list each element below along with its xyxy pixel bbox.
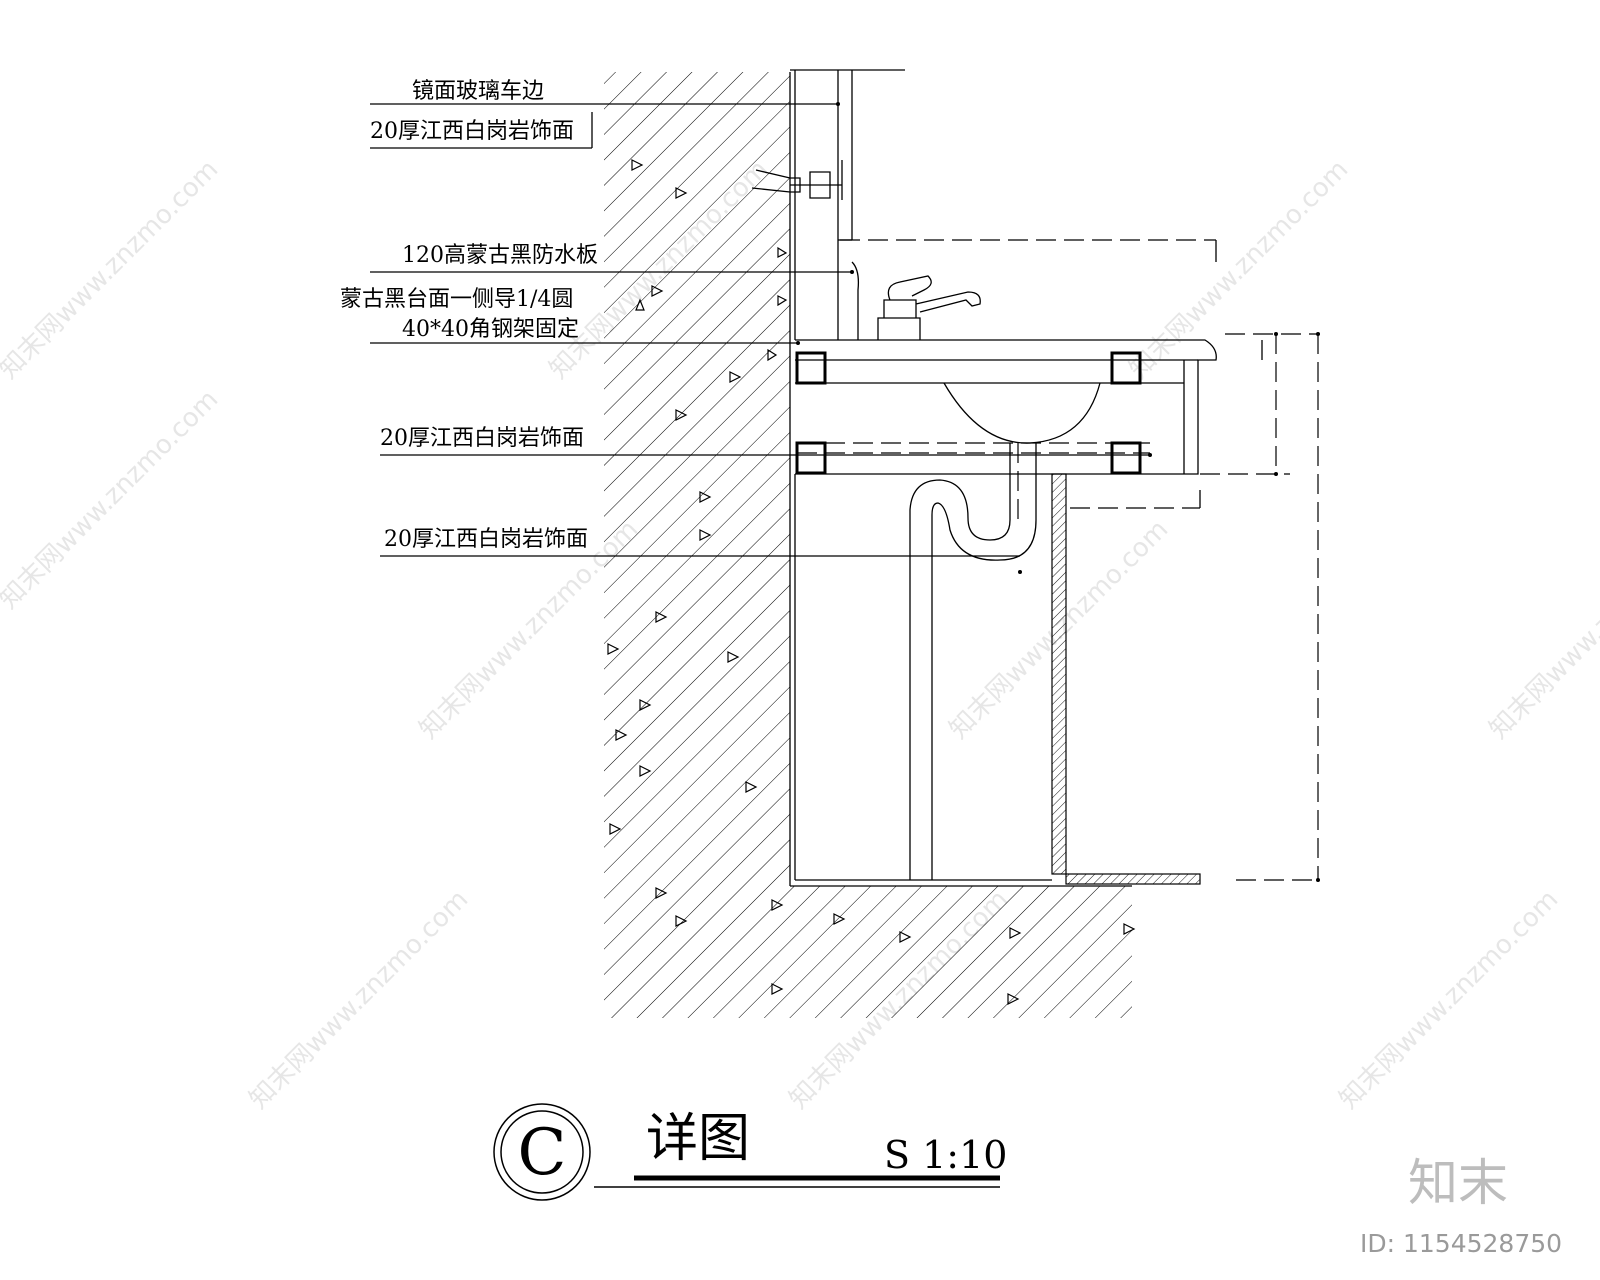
brand-watermark: 知末 ID: 1154528750 [1360, 1154, 1562, 1258]
drawing-scale: S 1:10 [884, 1133, 1007, 1177]
label-countertop-edge: 蒙古黑台面一侧导1/4圆 [340, 287, 573, 312]
watermark-text: 知末网www.znzmo.com [1334, 884, 1565, 1115]
watermark-text: 知末网www.znzmo.com [244, 884, 475, 1115]
annotation-labels: 镜面玻璃车边 20厚江西白岗岩饰面 120高蒙古黑防水板 蒙古黑台面一侧导1/4… [340, 79, 598, 552]
label-granite-finish-low: 20厚江西白岗岩饰面 [384, 527, 588, 552]
label-splashboard: 120高蒙古黑防水板 [402, 243, 598, 268]
mirror-assembly [751, 69, 905, 340]
brand-logo: 知末 [1408, 1154, 1508, 1212]
drawing-title: 详图 [646, 1109, 750, 1169]
watermark-text: 知末网www.znzmo.com [0, 384, 224, 615]
watermark-text: 知末网www.znzmo.com [1124, 154, 1355, 385]
dimension-lines [840, 239, 1320, 882]
reference-mark: C [518, 1116, 567, 1190]
image-id: ID: 1154528750 [1360, 1229, 1562, 1258]
title-block: C 详图 S 1:10 [493, 1103, 1007, 1201]
drain-pipe [909, 443, 1037, 880]
leader-lines [370, 102, 1152, 574]
reference-circle-outer [493, 1103, 591, 1201]
watermark-text: 知末网www.znzmo.com [0, 154, 224, 385]
label-granite-finish-top: 20厚江西白岗岩饰面 [370, 119, 574, 144]
watermark-text: 知末网www.znzmo.com [1484, 514, 1600, 745]
aggregate-marks [607, 159, 1136, 1005]
label-mirror-glass: 镜面玻璃车边 [412, 79, 544, 104]
label-granite-finish-mid: 20厚江西白岗岩饰面 [380, 426, 584, 451]
reference-circle-inner [500, 1110, 584, 1194]
vanity-counter [795, 275, 1217, 475]
wall-section [604, 72, 1136, 1018]
cabinet-panel [794, 473, 1201, 885]
label-steel-frame: 40*40角钢架固定 [402, 317, 579, 342]
